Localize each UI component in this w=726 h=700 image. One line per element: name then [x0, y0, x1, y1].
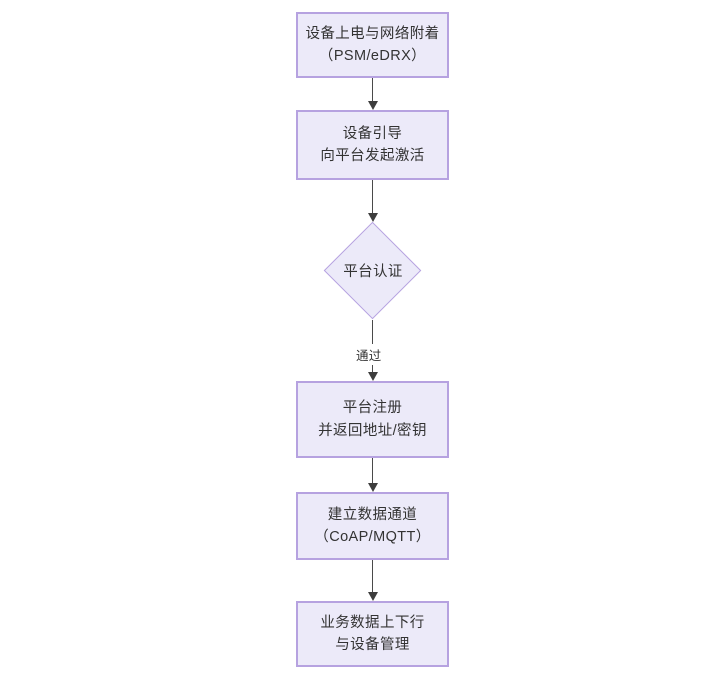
flow-node-line: 设备上电与网络附着 [305, 25, 440, 42]
flow-node-line: 平台注册 [342, 400, 403, 417]
flow-node-line: 与设备管理 [335, 637, 410, 653]
flow-edge-arrow-n2-n3 [368, 213, 378, 222]
flow-node-line: （CoAP/MQTT） [314, 529, 431, 545]
flow-node-line: （PSM/eDRX） [318, 48, 427, 64]
flow-edge-arrow-n4-n5 [368, 483, 378, 492]
flow-node-line: 建立数据通道 [327, 506, 418, 523]
flow-edge-line-n2-n3 [372, 180, 373, 213]
flow-node-establish-data-channel[interactable]: 建立数据通道 （CoAP/MQTT） [296, 492, 449, 560]
flow-node-device-bootstrap[interactable]: 设备引导 向平台发起激活 [296, 110, 449, 180]
flow-node-platform-registration[interactable]: 平台注册 并返回地址/密钥 [296, 381, 449, 458]
flow-node-line: 业务数据上下行 [320, 614, 425, 631]
flow-edge-label-pass: 通过 [354, 344, 384, 365]
flow-node-line: 并返回地址/密钥 [318, 422, 427, 439]
flow-edge-line-n4-n5 [372, 458, 373, 483]
flow-edge-arrow-n1-n2 [368, 101, 378, 110]
flow-node-business-data-and-device-management[interactable]: 业务数据上下行 与设备管理 [296, 601, 449, 667]
flow-node-device-power-on[interactable]: 设备上电与网络附着 （PSM/eDRX） [296, 12, 449, 78]
flow-edge-arrow-n3-n4 [368, 372, 378, 381]
flow-edge-line-n1-n2 [372, 78, 373, 101]
flow-node-platform-auth-label: 平台认证 [343, 263, 403, 280]
flow-edge-arrow-n5-n6 [368, 592, 378, 601]
flow-node-line: 向平台发起激活 [320, 148, 425, 164]
flow-node-line: 设备引导 [342, 125, 403, 142]
flow-edge-line-n5-n6 [372, 560, 373, 592]
